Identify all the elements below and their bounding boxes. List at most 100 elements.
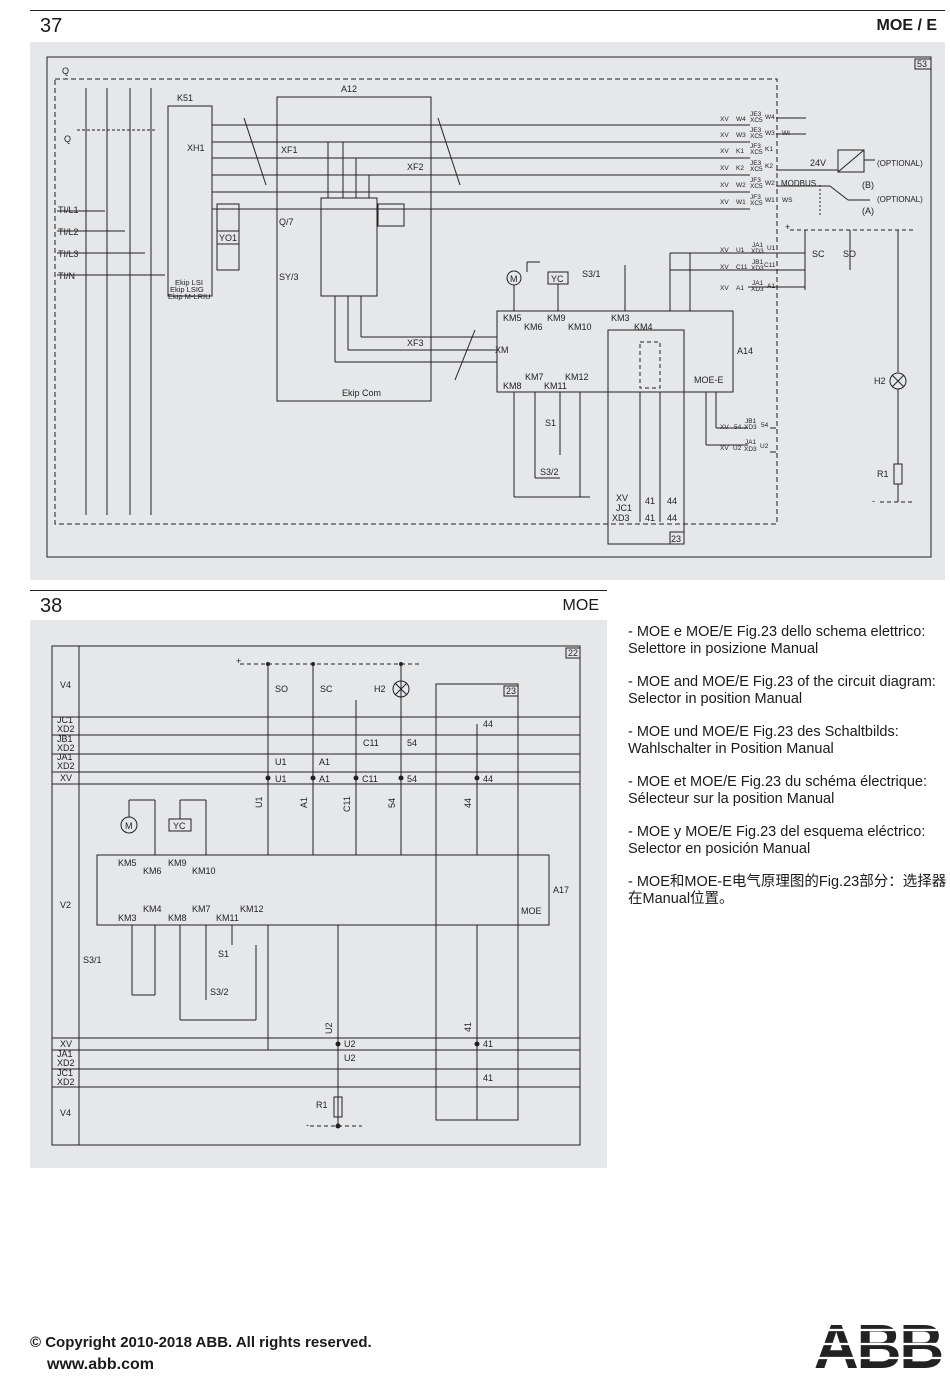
km4-38: KM4 <box>143 904 162 914</box>
w1-label: W1 <box>736 199 746 206</box>
km12-38: KM12 <box>240 904 264 914</box>
xc5-f: XC5 <box>750 200 763 207</box>
jf3-a: JF3 <box>750 143 761 150</box>
yo1-label: YO1 <box>219 233 237 243</box>
c11-label: C11 <box>736 264 748 271</box>
km7-38: KM7 <box>192 904 211 914</box>
xv-label: XV <box>616 493 628 503</box>
s1-label: S1 <box>545 418 556 428</box>
xv-k1: XV <box>720 148 729 155</box>
km8-label: KM8 <box>503 381 522 391</box>
km8-38: KM8 <box>168 913 187 923</box>
website-link[interactable]: www.abb.com <box>47 1356 154 1373</box>
a17-38: A17 <box>553 885 569 895</box>
fig38-panel <box>30 620 607 1168</box>
xv-u1: XV <box>720 247 729 254</box>
w2-out: W2 <box>765 180 775 187</box>
ekip-mlriu-label: Ekip M-LRIU <box>168 292 211 301</box>
moe-38: MOE <box>521 906 542 916</box>
term-44-b: 44 <box>667 513 677 523</box>
a1-vert: A1 <box>299 797 309 808</box>
row-jb1: JB1 <box>57 734 73 744</box>
row-xd2-b: XD2 <box>57 743 75 753</box>
n54-out: 54 <box>761 422 769 429</box>
h2-38: H2 <box>374 684 386 694</box>
sc-38: SC <box>320 684 333 694</box>
xv-54: XV <box>720 424 729 431</box>
km10-label: KM10 <box>568 322 592 332</box>
row-xv-top: XV <box>60 773 72 783</box>
xd3-d: XD3 <box>744 424 757 431</box>
optional2-label: (OPTIONAL) <box>877 195 923 204</box>
a12-label: A12 <box>341 84 357 94</box>
jc1-label: JC1 <box>616 503 632 513</box>
ja1-b: JA1 <box>752 280 764 287</box>
v24-label: 24V <box>810 158 826 168</box>
so-38: SO <box>275 684 288 694</box>
ekip-lsig-label: Ekip LSIG <box>170 285 204 294</box>
xf2-label: XF2 <box>407 162 424 172</box>
note-italian: - MOE e MOE/E Fig.23 dello schema elettr… <box>628 624 926 657</box>
km5-label: KM5 <box>503 313 522 323</box>
note-french: - MOE et MOE/E Fig.23 du schéma électriq… <box>628 774 927 807</box>
fig37-corner: 53 <box>917 59 927 69</box>
fig37-panel <box>30 42 945 580</box>
xv-w2: XV <box>720 182 729 189</box>
xv-a1: XV <box>720 285 729 292</box>
b-label: (B) <box>862 180 874 190</box>
xd3-e: XD3 <box>744 446 757 453</box>
km6-38: KM6 <box>143 866 162 876</box>
xf1-label: XF1 <box>281 145 298 155</box>
row-jc1-b: JC1 <box>57 1068 73 1078</box>
km12-label: KM12 <box>565 372 589 382</box>
km3-label: KM3 <box>611 313 630 323</box>
fig38-diagram: 22 V4 JC1 XD2 JB1 XD2 JA1 XD2 XV V2 XV J… <box>51 645 581 1146</box>
fig37-header: 37 MOE / E <box>30 10 945 41</box>
row-xd2-c: XD2 <box>57 761 75 771</box>
row-ja1: JA1 <box>57 752 73 762</box>
row-ja1-b: JA1 <box>57 1049 73 1059</box>
r1-38: R1 <box>316 1100 328 1110</box>
sy3-label: SY/3 <box>279 272 299 282</box>
row-v4-top: V4 <box>60 680 71 690</box>
c11-vert: C11 <box>342 796 352 812</box>
abb-logo: ABB <box>812 1316 944 1372</box>
s32-label: S3/2 <box>540 467 559 477</box>
n54-vert: 54 <box>387 798 397 808</box>
l2-label: TI/L2 <box>58 227 79 237</box>
n44-top: 44 <box>483 719 493 729</box>
jf3-b: JF3 <box>750 177 761 184</box>
km9-label: KM9 <box>547 313 566 323</box>
w4-out: W4 <box>765 114 775 121</box>
row-xd2-a: XD2 <box>57 724 75 734</box>
sc-label: SC <box>812 249 825 259</box>
km11-38: KM11 <box>216 913 239 923</box>
jb1-a: JB1 <box>752 259 764 266</box>
k51-box <box>167 105 213 297</box>
je3-a: JE3 <box>750 111 762 118</box>
u2-out: U2 <box>760 443 769 450</box>
r1-resistor <box>893 463 903 485</box>
xc5-a: XC5 <box>750 117 763 124</box>
term-44-a: 44 <box>667 496 677 506</box>
k1-out: K1 <box>765 146 773 153</box>
u1-top: U1 <box>275 757 287 767</box>
fig37-frame <box>46 56 932 558</box>
n41-jc1: 41 <box>483 1073 493 1083</box>
n44-vert: 44 <box>463 798 473 808</box>
r1-label: R1 <box>877 469 889 479</box>
a1-out: A1 <box>767 283 775 290</box>
fig38-corner: 22 <box>568 648 578 658</box>
q7-label: Q/7 <box>279 217 294 227</box>
w3-out: W3 <box>765 130 775 137</box>
row-jc1: JC1 <box>57 715 73 725</box>
xc5-c: XC5 <box>750 149 763 156</box>
jf3-c: JF3 <box>750 194 761 201</box>
km9-38: KM9 <box>168 858 187 868</box>
k2-label: K2 <box>736 165 744 172</box>
u2-xv: U2 <box>344 1039 356 1049</box>
term-41-b: 41 <box>645 513 655 523</box>
s31-label: S3/1 <box>582 269 601 279</box>
xv-w1: XV <box>720 199 729 206</box>
row-v2: V2 <box>60 900 71 910</box>
